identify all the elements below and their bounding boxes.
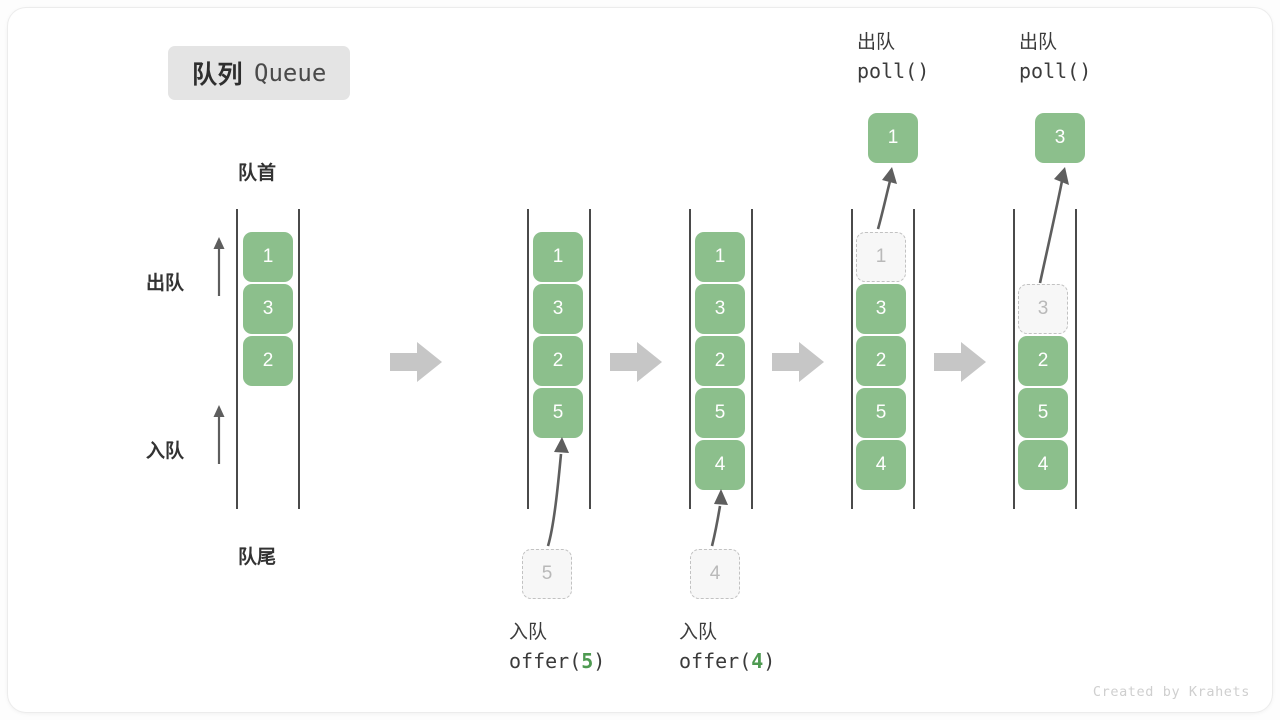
queue-cell-new: 5	[533, 388, 583, 438]
dequeue-direction-arrow-icon	[213, 237, 225, 296]
credit-text: Created by Krahets	[1092, 684, 1250, 700]
rail-right	[751, 209, 753, 509]
queue-rear-label: 队尾	[238, 547, 277, 568]
rail-left	[689, 209, 691, 509]
queue-cell: 2	[533, 336, 583, 386]
queue-cell: 3	[856, 284, 906, 334]
queue-cell: 2	[243, 336, 293, 386]
queue-cell: 2	[695, 336, 745, 386]
operation-label-offer-5: 入队 offer(5)	[509, 620, 605, 675]
operation-code: poll()	[1019, 58, 1092, 83]
operation-name: 出队	[857, 32, 896, 53]
queue-cell: 1	[695, 232, 745, 282]
enqueue-direction-label: 入队	[146, 441, 185, 462]
queue-cell: 1	[243, 232, 293, 282]
operation-label-poll-1: 出队 poll()	[857, 30, 929, 85]
queue-cell: 4	[1018, 440, 1068, 490]
rail-left	[236, 209, 238, 509]
dequeue-arrow-3-icon	[1038, 167, 1069, 284]
rail-right	[1075, 209, 1077, 509]
enqueue-arrow-4-icon	[710, 489, 728, 547]
title-english: Queue	[254, 59, 327, 87]
operation-code: offer(5)	[509, 648, 606, 673]
step-arrow-1-icon	[390, 342, 442, 382]
operation-code: poll()	[857, 58, 930, 83]
queue-cell: 5	[1018, 388, 1068, 438]
incoming-element-ghost: 5	[522, 549, 572, 599]
queue-cell-removed: 3	[1018, 284, 1068, 334]
dequeue-arrow-1-icon	[876, 167, 897, 230]
dequeued-element: 1	[868, 113, 918, 163]
rail-right	[913, 209, 915, 509]
queue-cell: 2	[856, 336, 906, 386]
enqueue-direction-arrow-icon	[213, 405, 225, 464]
operation-label-offer-4: 入队 offer(4)	[679, 620, 775, 675]
rail-left	[527, 209, 529, 509]
queue-cell: 4	[856, 440, 906, 490]
queue-cell: 2	[1018, 336, 1068, 386]
operation-name: 出队	[1019, 32, 1058, 53]
rail-left	[1013, 209, 1015, 509]
rail-left	[851, 209, 853, 509]
queue-cell: 3	[695, 284, 745, 334]
enqueue-arrow-5-icon	[546, 437, 569, 547]
operation-name: 入队	[679, 622, 718, 643]
queue-cell-removed: 1	[856, 232, 906, 282]
step-arrow-3-icon	[772, 342, 824, 382]
dequeue-direction-label: 出队	[146, 273, 185, 294]
step-arrow-4-icon	[934, 342, 986, 382]
operation-label-poll-3: 出队 poll()	[1019, 30, 1091, 85]
incoming-element-ghost: 4	[690, 549, 740, 599]
rail-right	[298, 209, 300, 509]
queue-cell: 5	[695, 388, 745, 438]
title-chinese: 队列	[192, 61, 244, 89]
operation-name: 入队	[509, 622, 548, 643]
queue-cell: 3	[533, 284, 583, 334]
queue-front-label: 队首	[238, 163, 277, 184]
dequeued-element: 3	[1035, 113, 1085, 163]
queue-cell: 1	[533, 232, 583, 282]
title-badge: 队列 Queue	[168, 46, 351, 100]
queue-cell-new: 4	[695, 440, 745, 490]
rail-right	[589, 209, 591, 509]
queue-cell: 5	[856, 388, 906, 438]
queue-cell: 3	[243, 284, 293, 334]
operation-code: offer(4)	[679, 648, 776, 673]
step-arrow-2-icon	[610, 342, 662, 382]
